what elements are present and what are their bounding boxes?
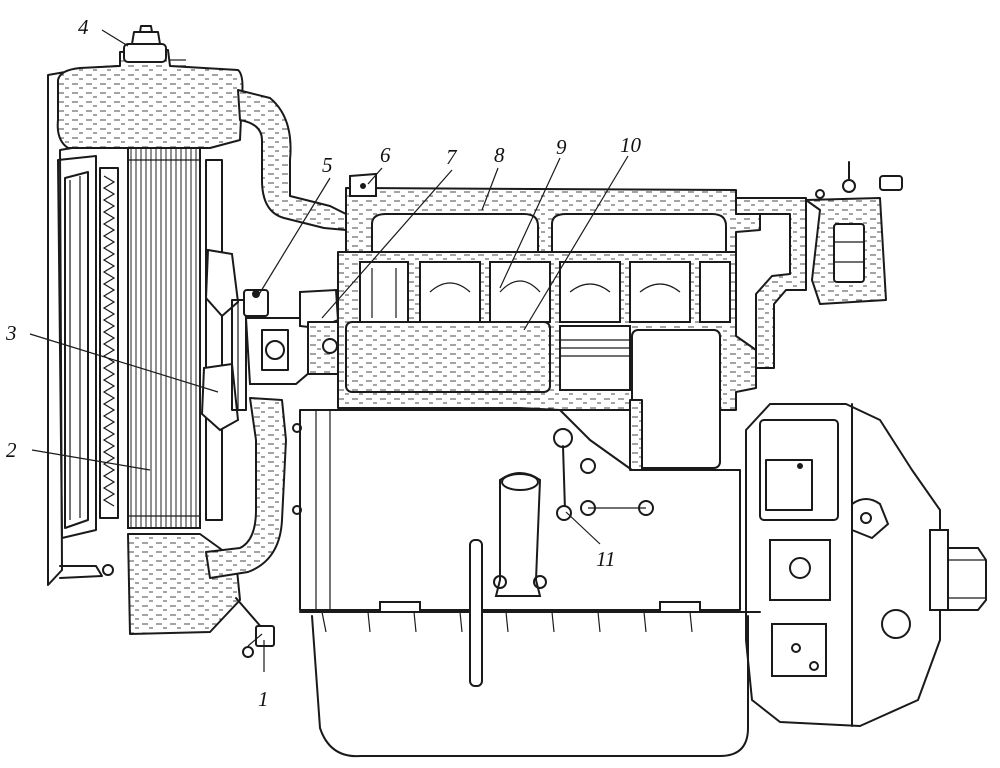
callout-8: 8 [494, 143, 505, 167]
callout-4: 4 [78, 15, 89, 39]
cylinder-head [345, 172, 761, 253]
drain-tap-1 [235, 597, 275, 658]
callout-11: 11 [596, 547, 615, 571]
radiator-core-2 [127, 147, 201, 529]
piston [559, 325, 631, 391]
leader-lines [29, 29, 629, 672]
callout-1: 1 [258, 687, 269, 711]
upper-hose [237, 89, 347, 231]
callout-9: 9 [556, 135, 567, 159]
filler-cap-4 [123, 25, 186, 67]
cylinder-liners [359, 261, 731, 323]
callout-10: 10 [620, 133, 642, 157]
linkage-11 [553, 428, 654, 521]
crankcase [292, 409, 761, 758]
callout-labels: 1 2 3 4 5 6 7 8 9 10 11 [5, 15, 642, 711]
return-pipe [735, 161, 903, 369]
callout-2: 2 [6, 438, 17, 462]
callout-3: 3 [5, 321, 17, 345]
radiator [47, 25, 275, 658]
cylinder-block [337, 251, 757, 471]
callout-6: 6 [380, 143, 391, 167]
fan-3 [200, 248, 247, 432]
gearbox-housing [745, 403, 987, 727]
lower-hose [205, 397, 287, 579]
callout-5: 5 [322, 153, 333, 177]
callout-7: 7 [446, 145, 458, 169]
